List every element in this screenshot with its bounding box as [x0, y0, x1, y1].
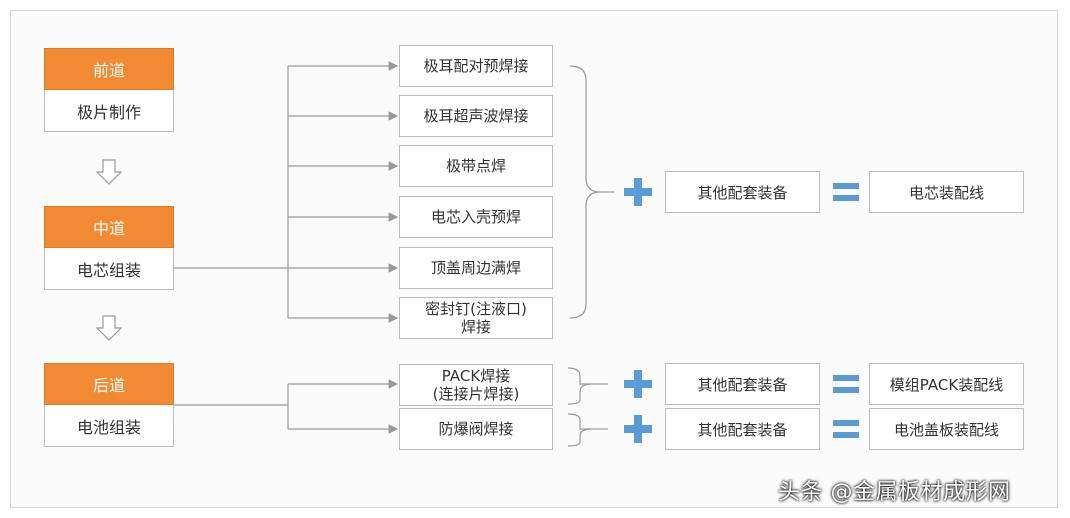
step-seal-nail-welding: 密封钉(注液口) 焊接 [399, 297, 553, 339]
step-explosion-valve-welding: 防爆阀焊接 [399, 408, 553, 450]
equals-icon [833, 375, 859, 393]
back-stage-connector [174, 379, 399, 434]
step-top-cover-seam-welding: 顶盖周边满焊 [399, 247, 553, 289]
result-module-pack-line: 模组PACK装配线 [869, 363, 1024, 405]
other-equipment-box: 其他配套装备 [665, 408, 820, 450]
step-strip-spot-welding: 极带点焊 [399, 145, 553, 187]
step-tab-ultrasonic-welding: 极耳超声波焊接 [399, 95, 553, 137]
plus-icon [624, 370, 652, 398]
down-arrow-icon [95, 159, 123, 341]
plus-icon [624, 415, 652, 443]
stage-front-task: 极片制作 [44, 90, 174, 132]
other-equipment-box: 其他配套装备 [665, 171, 820, 213]
valve-brace [567, 413, 593, 447]
other-equipment-box: 其他配套装备 [665, 363, 820, 405]
pack-brace [567, 367, 593, 405]
middle-steps-brace [569, 65, 601, 319]
equals-icon [833, 183, 859, 201]
step-pack-welding: PACK焊接 (连接片焊接) [399, 364, 553, 406]
result-cell-assembly-line: 电芯装配线 [869, 171, 1024, 213]
middle-stage-connector [174, 61, 399, 323]
stage-back-task: 电池组装 [44, 405, 174, 447]
step-tab-pair-prewelding: 极耳配对预焊接 [399, 45, 553, 87]
stage-front-head: 前道 [44, 48, 174, 90]
equals-icon [833, 420, 859, 438]
plus-icon [624, 178, 652, 206]
result-battery-cover-line: 电池盖板装配线 [869, 408, 1024, 450]
stage-middle-task: 电芯组装 [44, 248, 174, 290]
stage-middle-head: 中道 [44, 206, 174, 248]
step-cell-case-prewelding: 电芯入壳预焊 [399, 196, 553, 238]
stage-back-head: 后道 [44, 363, 174, 405]
watermark: 头条 @金属板材成形网 [778, 480, 1011, 505]
